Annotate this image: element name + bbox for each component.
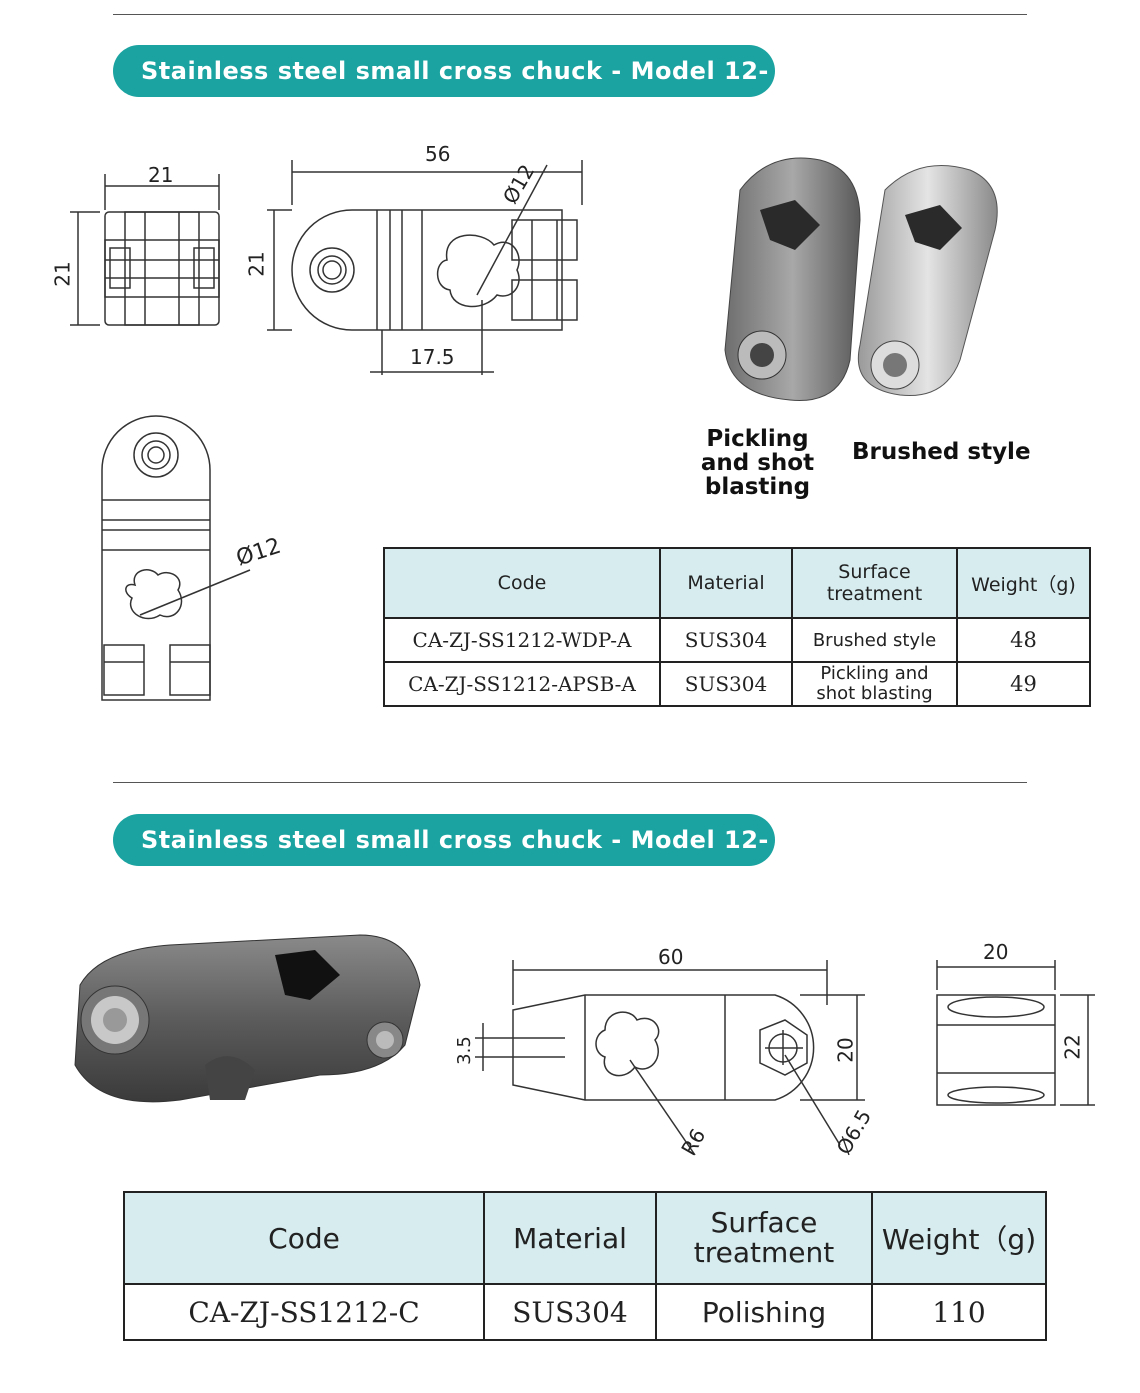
dim-17-5: 17.5 [410,345,455,369]
spec-table-12c: Code Material Surface treatment Weight（g… [123,1191,1047,1341]
cell-code: CA-ZJ-SS1212-C [123,1283,485,1341]
photo-12a-products [724,157,998,401]
table-header-row: Code Material Surface treatment Weight（g… [123,1191,1047,1285]
photo-label-pickling: Pickling and shot blasting [700,426,815,500]
table-row: CA-ZJ-SS1212-C SUS304 Polishing 110 [123,1283,1047,1341]
dim-3-5: 3.5 [453,1036,475,1065]
cell-weight: 110 [871,1283,1047,1341]
drawing-12a-top-view [101,415,251,701]
cell-code: CA-ZJ-SS1212-APSB-A [383,661,661,707]
spec-table-12a: Code Material Surface treatment Weight（g… [383,547,1091,707]
dim-21-top: 21 [148,163,174,187]
dim-20-side: 20 [833,1037,858,1063]
drawing-12c-end-view [936,960,1095,1106]
divider-top [113,14,1027,15]
cell-surface: Pickling and shot blasting [791,661,958,707]
col-header-material: Material [483,1191,657,1285]
drawing-12c-side-view [475,960,865,1156]
col-header-surface: Surface treatment [791,547,958,619]
cell-surface: Brushed style [791,617,958,663]
col-header-code: Code [123,1191,485,1285]
section-c-title: Stainless steel small cross chuck - Mode… [113,814,775,906]
cell-material: SUS304 [659,617,793,663]
dim-60: 60 [658,945,684,969]
cell-code: CA-ZJ-SS1212-WDP-A [383,617,661,663]
dim-21-left: 21 [50,261,75,287]
drawing-12a-end-view [70,174,220,326]
table-row: CA-ZJ-SS1212-APSB-A SUS304 Pickling and … [383,661,1091,707]
col-header-code: Code [383,547,661,619]
table-row: CA-ZJ-SS1212-WDP-A SUS304 Brushed style … [383,617,1091,663]
dim-20-end: 20 [983,940,1009,964]
cell-weight: 49 [956,661,1091,707]
cell-material: SUS304 [659,661,793,707]
photo-label-brushed: Brushed style [852,439,1031,465]
dim-22: 22 [1060,1034,1085,1060]
col-header-weight: Weight（g) [871,1191,1047,1285]
table-header-row: Code Material Surface treatment Weight（g… [383,547,1091,619]
dim-56: 56 [425,142,451,166]
dim-21-side: 21 [244,251,269,277]
col-header-surface: Surface treatment [655,1191,873,1285]
cell-surface: Polishing [655,1283,873,1341]
cell-weight: 48 [956,617,1091,663]
col-header-weight: Weight（g) [956,547,1091,619]
cell-material: SUS304 [483,1283,657,1341]
photo-12c-product [74,934,421,1103]
drawing-12a-side-view [267,160,583,375]
col-header-material: Material [659,547,793,619]
section-a-title: Stainless steel small cross chuck - Mode… [113,45,775,137]
divider-middle [113,782,1027,783]
